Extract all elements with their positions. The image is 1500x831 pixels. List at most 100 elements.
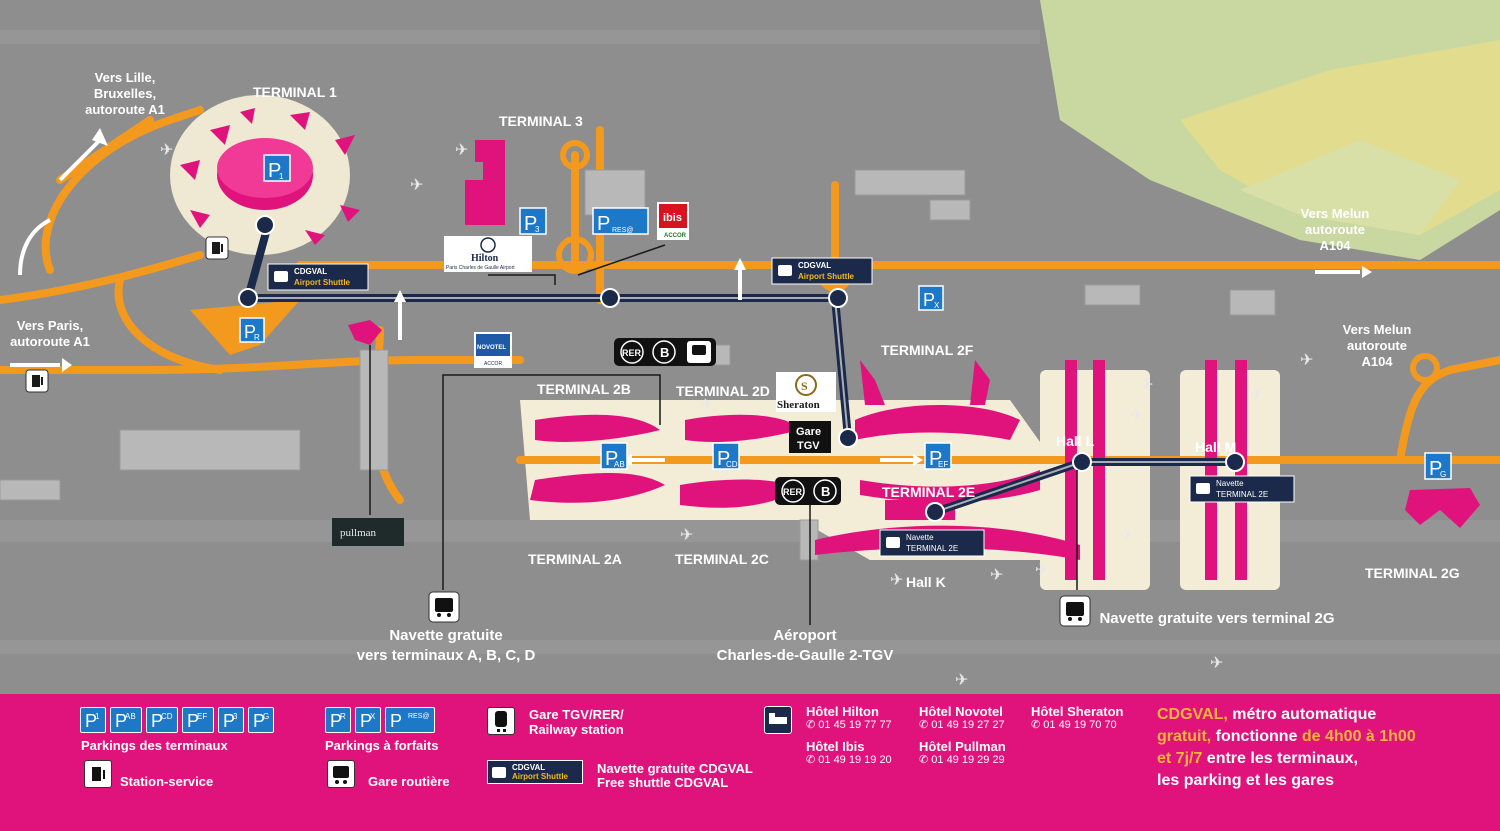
svg-text:✈: ✈ xyxy=(1130,405,1143,424)
hotel-ibis-marker[interactable]: ibis ACCOR xyxy=(657,202,689,240)
gare-tgv-marker[interactable]: Gare TGV xyxy=(789,421,831,453)
svg-text:Vers Paris,: Vers Paris, xyxy=(17,318,84,333)
svg-text:P: P xyxy=(717,448,730,470)
svg-text:✈: ✈ xyxy=(1035,560,1048,579)
svg-text:autoroute: autoroute xyxy=(1305,222,1365,237)
svg-text:✈: ✈ xyxy=(680,525,693,544)
label-hall-m: Hall M xyxy=(1195,439,1236,455)
fuel-station-icon xyxy=(25,369,49,393)
arrowheads xyxy=(62,128,1372,466)
legend-hotel-ibis-name: Hôtel Ibis xyxy=(806,739,865,754)
hotel-hilton-marker[interactable]: Hilton Paris Charles de Gaulle Airport xyxy=(444,236,532,272)
svg-text:TGV: TGV xyxy=(797,440,820,452)
svg-text:Vers Lille,: Vers Lille, xyxy=(95,70,156,85)
legend-gare-tgv-line2: Railway station xyxy=(529,722,624,737)
cdgval-badge-t1[interactable]: CDGVAL Airport Shuttle xyxy=(267,263,369,291)
svg-text:TERMINAL 2E: TERMINAL 2E xyxy=(906,544,958,553)
fuel-station-icon xyxy=(84,760,112,788)
svg-text:Charles-de-Gaulle 2-TGV: Charles-de-Gaulle 2-TGV xyxy=(717,647,894,664)
svg-text:P: P xyxy=(929,448,942,470)
label-hall-k: Hall K xyxy=(906,574,946,590)
svg-text:pullman: pullman xyxy=(340,527,377,539)
svg-text:✈: ✈ xyxy=(160,140,173,159)
legend-navette-cdgval-line1: Navette gratuite CDGVAL xyxy=(597,761,753,776)
legend-hotel-pullman-phone: ✆ 01 49 19 29 29 xyxy=(919,754,1005,766)
callout-lines xyxy=(369,244,1078,625)
hotel-novotel-marker[interactable]: NOVOTEL ACCOR xyxy=(474,332,512,368)
parking-px[interactable]: P X xyxy=(918,285,944,311)
svg-text:P: P xyxy=(244,322,256,342)
svg-text:P: P xyxy=(597,213,610,235)
svg-text:EF: EF xyxy=(938,460,948,469)
legend-cdgval-badge-line1: CDGVAL xyxy=(512,763,546,772)
svg-text:Bruxelles,: Bruxelles, xyxy=(94,86,156,101)
svg-text:✈: ✈ xyxy=(1210,653,1223,672)
svg-text:✈: ✈ xyxy=(1120,525,1133,544)
svg-text:TERMINAL 2E: TERMINAL 2E xyxy=(1216,490,1268,499)
rer-station-marker-bottom[interactable]: RER B xyxy=(775,477,841,505)
rer-station-marker-top[interactable]: RER B xyxy=(614,338,716,366)
label-terminal-2g: TERMINAL 2G xyxy=(1365,565,1460,581)
svg-text:vers terminaux A, B, C, D: vers terminaux A, B, C, D xyxy=(357,647,536,664)
hotel-sheraton-marker[interactable]: S Sheraton xyxy=(776,372,836,412)
fuel-station-icon xyxy=(205,236,229,260)
cdgval-info-e: de 4h00 à 1h00 xyxy=(1301,728,1416,745)
label-terminal-2e: TERMINAL 2E xyxy=(882,484,975,500)
parking-p3[interactable]: P 3 xyxy=(519,207,547,235)
parking-p1[interactable]: P 1 xyxy=(263,154,291,182)
parking-pab[interactable]: P AB xyxy=(600,442,628,470)
parking-pres[interactable]: P RES@ xyxy=(592,207,649,235)
svg-text:CDGVAL: CDGVAL xyxy=(294,267,327,276)
cdgval-info-g: entre les terminaux, xyxy=(1202,750,1358,767)
airplane-icons: ✈✈✈ ✈✈✈ ✈✈✈ ✈✈✈ ✈✈✈ xyxy=(160,140,1313,689)
svg-text:P: P xyxy=(524,213,537,235)
label-terminal-2a: TERMINAL 2A xyxy=(528,551,622,567)
cdgval-info-a: CDGVAL, xyxy=(1157,706,1228,723)
parking-pr[interactable]: P R xyxy=(239,317,265,343)
svg-text:B: B xyxy=(821,484,830,499)
direction-arrows xyxy=(10,138,1360,462)
svg-text:CDGVAL: CDGVAL xyxy=(798,261,831,270)
direction-labels: Vers Lille, Bruxelles, autoroute A1 Vers… xyxy=(10,70,1411,369)
svg-text:P: P xyxy=(923,290,935,310)
label-terminal-2b: TERMINAL 2B xyxy=(537,381,631,397)
legend-hotel-hilton-name: Hôtel Hilton xyxy=(806,704,879,719)
svg-text:X: X xyxy=(934,301,940,310)
svg-text:RER: RER xyxy=(622,348,642,358)
svg-text:Airport Shuttle: Airport Shuttle xyxy=(798,272,855,281)
parking-pef[interactable]: P EF xyxy=(924,442,952,470)
svg-text:ibis: ibis xyxy=(663,212,682,224)
svg-text:Vers Melun: Vers Melun xyxy=(1301,206,1370,221)
svg-text:autoroute A1: autoroute A1 xyxy=(10,334,90,349)
svg-text:Navette: Navette xyxy=(906,533,934,542)
cdgval-stations xyxy=(238,215,1245,522)
cdgval-badge-t2[interactable]: CDGVAL Airport Shuttle xyxy=(771,257,873,285)
navette-badge-2e[interactable]: Navette TERMINAL 2E xyxy=(879,529,985,557)
svg-text:Paris Charles de Gaulle Airpor: Paris Charles de Gaulle Airport xyxy=(446,265,515,271)
parking-pcd[interactable]: P CD xyxy=(712,442,740,470)
svg-text:Navette: Navette xyxy=(1216,479,1244,488)
legend-cdgval-badge-line2: Airport Shuttle xyxy=(512,772,568,781)
hotel-pullman-marker[interactable]: pullman xyxy=(332,518,404,546)
bus-icon[interactable] xyxy=(428,591,460,623)
legend-hotel-novotel-name: Hôtel Novotel xyxy=(919,704,1003,719)
train-icon xyxy=(487,707,515,735)
svg-text:3: 3 xyxy=(535,225,540,234)
cdgval-info-h: les parking et les gares xyxy=(1157,772,1334,789)
navette-badge-m[interactable]: Navette TERMINAL 2E xyxy=(1189,475,1295,503)
airport-map: P 1 P 3 P RES@ P R P X P AB P CD P EF P … xyxy=(0,0,1500,689)
svg-text:✈: ✈ xyxy=(1300,350,1313,369)
bus-icon[interactable] xyxy=(1059,595,1091,627)
parking-pg[interactable]: P G xyxy=(1424,452,1452,480)
svg-text:ACCOR: ACCOR xyxy=(664,233,687,239)
svg-text:AB: AB xyxy=(614,460,625,469)
legend-parkings-terminaux-label: Parkings des terminaux xyxy=(81,738,228,753)
svg-text:S: S xyxy=(801,379,808,393)
svg-text:autoroute: autoroute xyxy=(1347,338,1407,353)
legend-hotel-pullman-name: Hôtel Pullman xyxy=(919,739,1006,754)
